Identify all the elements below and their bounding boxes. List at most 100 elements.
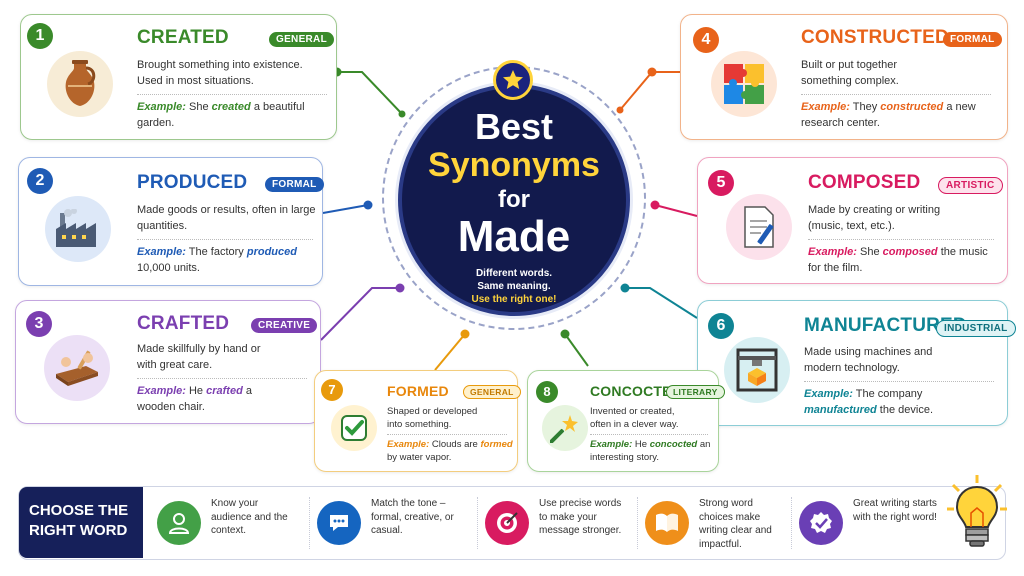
card-word: FORMED [387, 383, 449, 399]
example-text-pre: She [188, 101, 212, 113]
tip-text: Great writing starts with the right word… [853, 498, 937, 523]
center-subtitle-3: Use the right one! [471, 294, 557, 305]
word-card-produced: 2 PRODUCED FORMAL Made goods or results,… [18, 157, 324, 286]
center-title-circle [398, 84, 630, 316]
example-label: Example: [801, 101, 850, 113]
lightbulb-icon [947, 475, 1007, 566]
card-divider [801, 94, 991, 95]
card-word: CONCOCTED [590, 383, 683, 399]
example-label: Example: [137, 101, 186, 113]
target-icon [485, 501, 529, 545]
card-tag: FORMAL [265, 177, 324, 192]
example-label: Example: [590, 439, 633, 450]
card-divider [137, 94, 327, 95]
example-highlight: constructed [880, 101, 944, 113]
word-card-concocted: 8 CONCOCTED LITERARY Invented or created… [527, 370, 725, 472]
card-tag: INDUSTRIAL [936, 320, 1016, 337]
card-number: 6 [708, 313, 734, 339]
card-word: CRAFTED [137, 313, 230, 334]
chat-bubble-icon [317, 501, 361, 545]
card-word: CONSTRUCTED [801, 27, 949, 48]
card-number: 4 [693, 27, 719, 53]
example-text-pre: She [859, 246, 883, 258]
checkmark-icon [331, 405, 377, 451]
center-title-synonyms: Synonyms [428, 146, 600, 184]
card-tag: ARTISTIC [938, 177, 1003, 194]
example-text-post: the music for the film. [808, 246, 988, 274]
tip-text: Know your audience and the context. [211, 498, 288, 536]
word-card-formed: 7 FORMED GENERAL Shaped or developed int… [314, 370, 521, 472]
example-label: Example: [387, 439, 430, 450]
tip-text: Match the tone – formal, creative, or ca… [371, 498, 454, 536]
example-text-post: 10,000 units. [137, 262, 200, 274]
card-word: COMPOSED [808, 172, 921, 193]
card-divider [804, 381, 994, 382]
example-text-post: an interesting story. [590, 439, 711, 463]
card-definition: Brought something into existence. Used i… [137, 59, 303, 87]
card-number: 8 [536, 381, 558, 403]
center-subtitle-2: Same meaning. [477, 281, 551, 292]
example-label: Example: [808, 246, 857, 258]
tip-text: Use precise words to make your message s… [539, 498, 622, 536]
card-example: Example: He concocted an interesting sto… [590, 438, 715, 464]
word-card-composed: 5 COMPOSED ARTISTIC Made by creating or … [697, 157, 1008, 284]
example-highlight: produced [246, 246, 297, 258]
factory-icon [45, 196, 111, 262]
example-highlight: crafted [206, 385, 243, 397]
card-definition: Made using machines and modern technolog… [804, 346, 933, 374]
card-tag: GENERAL [269, 32, 334, 47]
tip-divider [477, 497, 478, 549]
word-card-created: 1 CREATED GENERAL Brought something into… [20, 14, 337, 140]
center-title-made: Made [457, 212, 571, 261]
magic-wand-icon [542, 405, 588, 451]
card-definition: Invented or created, often in a clever w… [590, 406, 679, 430]
example-text-post: by water vapor. [387, 452, 452, 463]
example-text-pre: He [634, 439, 650, 450]
card-definition: Made goods or results, often in large qu… [137, 204, 316, 232]
tip-divider [791, 497, 792, 549]
card-example: Example: The company manufactured the de… [804, 386, 984, 418]
card-definition: Made skillfully by hand or with great ca… [137, 343, 261, 371]
word-card-crafted: 3 CRAFTED CREATIVE Made skillfully by ha… [15, 300, 321, 424]
example-highlight: formed [480, 439, 513, 450]
star-icon [493, 60, 533, 100]
tip-text: Strong word choices make writing clear a… [699, 498, 772, 550]
card-divider [808, 239, 994, 240]
card-word: PRODUCED [137, 172, 248, 193]
card-definition: Made by creating or writing (music, text… [808, 204, 941, 232]
book-icon [645, 501, 689, 545]
example-label: Example: [137, 246, 186, 258]
card-divider [137, 378, 307, 379]
card-example: Example: Clouds are formed by water vapo… [387, 438, 515, 464]
example-text-pre: The company [855, 388, 923, 400]
word-card-manufactured: 6 MANUFACTURED INDUSTRIAL Made using mac… [697, 300, 1016, 426]
carving-icon [44, 335, 110, 401]
tip-divider [637, 497, 638, 549]
example-highlight: created [211, 101, 251, 113]
card-number: 1 [27, 23, 53, 49]
card-word: CREATED [137, 27, 229, 48]
card-tag: LITERARY [666, 385, 725, 399]
example-text-post: a wooden chair. [137, 385, 252, 413]
card-tag: GENERAL [463, 385, 521, 399]
card-example: Example: The factory produced 10,000 uni… [137, 244, 317, 276]
center-title-for: for [498, 186, 530, 213]
center-title-best: Best [474, 106, 554, 147]
example-text-pre: He [188, 385, 207, 397]
tips-title: CHOOSE THE RIGHT WORD [19, 487, 143, 558]
card-example: Example: He crafted a wooden chair. [137, 383, 277, 415]
card-definition: Built or put together something complex. [801, 59, 899, 87]
example-text-pre: Clouds are [431, 439, 481, 450]
example-label: Example: [804, 388, 853, 400]
example-text-post: a beautiful garden. [137, 101, 305, 129]
card-number: 3 [26, 311, 52, 337]
card-word: MANUFACTURED [804, 315, 967, 336]
puzzle-icon [711, 51, 777, 117]
example-text-pre: They [852, 101, 881, 113]
card-number: 7 [321, 379, 343, 401]
example-highlight: manufactured [804, 404, 877, 416]
card-tag: CREATIVE [251, 318, 318, 333]
card-number: 5 [708, 170, 734, 196]
3d-printer-icon [724, 337, 790, 403]
